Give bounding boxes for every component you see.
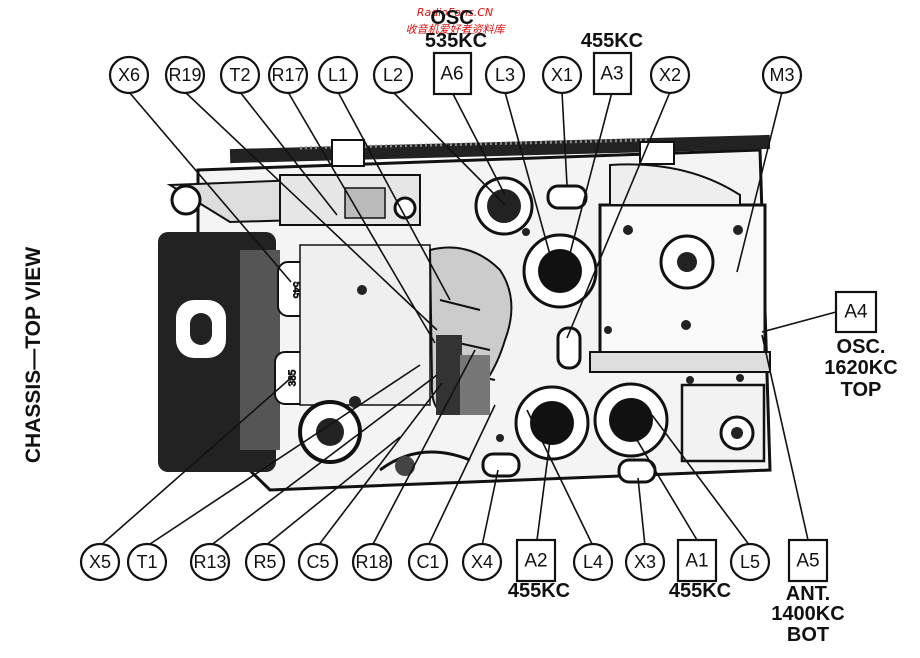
svg-text:R18: R18 [355,552,388,572]
caption-a1-freq: 455KC [669,580,731,602]
side-title: CHASSIS—TOP VIEW [22,247,45,463]
caption-a2-freq: 455KC [508,580,570,602]
label-x1: X1 [541,55,583,95]
svg-text:A5: A5 [796,551,819,572]
svg-text:L4: L4 [583,552,603,572]
leader-lines [99,91,837,547]
label-r5: R5 [244,542,286,582]
label-t1: T1 [126,542,168,582]
svg-text:R13: R13 [193,552,226,572]
svg-text:A1: A1 [685,551,708,572]
label-r19: R19 [164,55,206,95]
caption-a6-top: OSC [430,7,473,29]
svg-text:R19: R19 [168,65,201,85]
label-x3: X3 [624,542,666,582]
svg-text:T2: T2 [229,65,250,85]
label-t2: T2 [219,55,261,95]
label-a1: A1 [676,538,718,583]
cap-upper-marking: 545 [291,282,302,299]
caption-a5-line3: BOT [787,624,829,646]
watermark-line2: 收音机爱好者资料库 [406,23,507,36]
label-a3: A3 [592,51,633,96]
label-a4: A4 [834,290,878,334]
label-a2: A2 [515,538,557,583]
label-c5: C5 [297,542,339,582]
label-r17: R17 [267,55,309,95]
label-a5: A5 [787,538,829,583]
svg-text:X1: X1 [551,65,573,85]
label-l1: L1 [317,55,359,95]
svg-text:X5: X5 [89,552,111,572]
caption-a5-line1: ANT. [786,583,830,605]
label-l4: L4 [572,542,614,582]
cap-lower-marking: 385 [288,369,299,386]
label-l3: L3 [484,55,526,95]
svg-text:R17: R17 [271,65,304,85]
svg-text:C1: C1 [416,552,439,572]
caption-a4-line3: TOP [841,379,882,401]
svg-text:R5: R5 [253,552,276,572]
bottom-labels: X5 T1 R13 R5 C5 R18 C1 X4 A2 L4 X3 A1 L5… [79,538,829,583]
svg-text:L5: L5 [740,552,760,572]
watermark-line1: RadioFans.CN [417,6,493,19]
top-labels: X6 R19 T2 R17 L1 L2 A6 L3 X1 A3 X2 M3 [108,51,803,96]
label-r18: R18 [351,542,393,582]
label-l5: L5 [729,542,771,582]
caption-a4-line1: OSC. [837,336,886,358]
svg-text:X6: X6 [118,65,140,85]
label-x2: X2 [649,55,691,95]
svg-text:A2: A2 [524,551,547,572]
label-m3: M3 [761,55,803,95]
svg-text:L2: L2 [383,65,403,85]
label-l2: L2 [372,55,414,95]
svg-text:L3: L3 [495,65,515,85]
svg-text:C5: C5 [306,552,329,572]
chassis-illustration: 545 385 [158,134,772,492]
svg-text:X4: X4 [471,552,493,572]
svg-text:X2: X2 [659,65,681,85]
svg-text:X3: X3 [634,552,656,572]
svg-text:A3: A3 [600,64,623,85]
label-r13: R13 [189,542,231,582]
caption-a4-line2: 1620KC [824,357,897,379]
caption-a5-line2: 1400KC [771,603,844,625]
svg-text:A4: A4 [844,302,868,323]
label-x6: X6 [108,55,150,95]
label-x5: X5 [79,542,121,582]
caption-a6-freq: 535KC [425,30,487,52]
label-a6: A6 [432,51,473,96]
svg-text:L1: L1 [328,65,348,85]
label-x4: X4 [461,542,503,582]
svg-text:A6: A6 [440,64,463,85]
svg-text:M3: M3 [769,65,794,85]
caption-a3-freq: 455KC [581,30,643,52]
svg-text:T1: T1 [136,552,157,572]
label-c1: C1 [407,542,449,582]
